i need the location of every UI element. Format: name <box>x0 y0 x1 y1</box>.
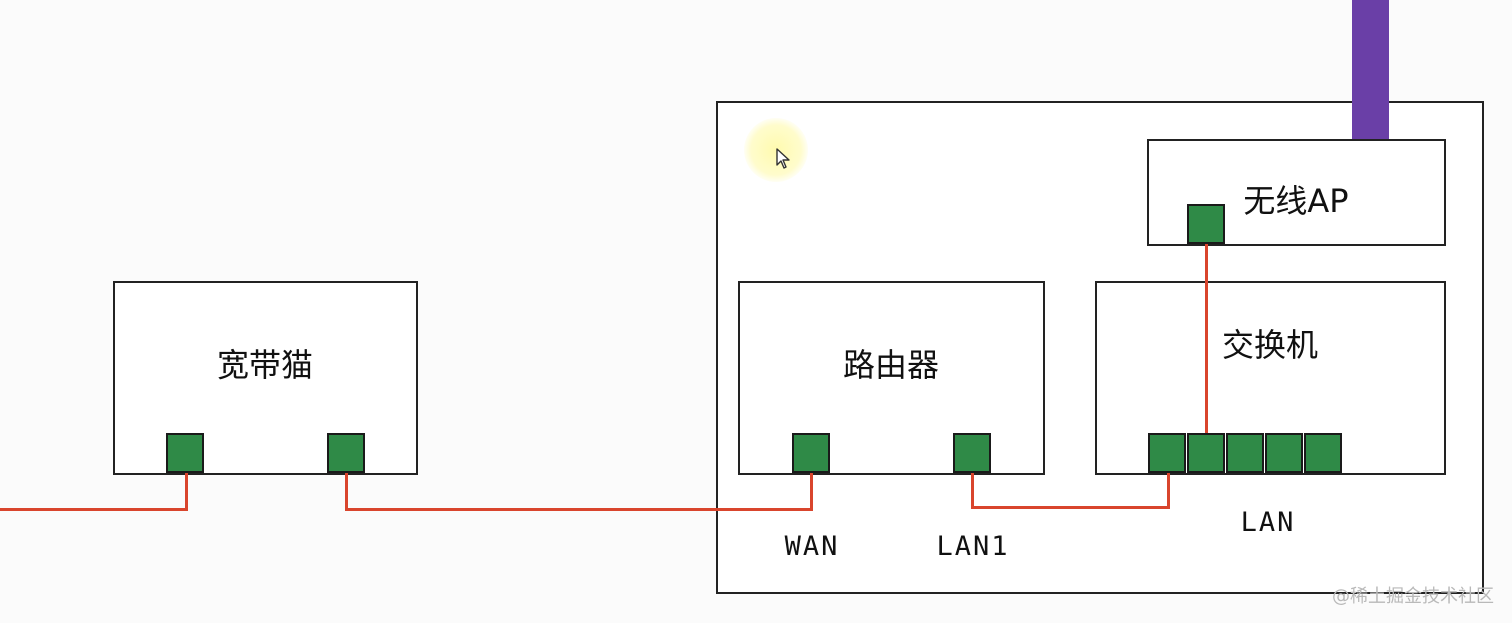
router-lan1-port <box>953 433 991 473</box>
ap-antenna <box>1352 0 1389 140</box>
modem-label: 宽带猫 <box>216 346 314 384</box>
switch-lan-port-4 <box>1265 433 1303 473</box>
switch-lan-port-2 <box>1187 433 1225 473</box>
switch-lan-port-5 <box>1304 433 1342 473</box>
ap-label: 无线AP <box>1243 182 1349 220</box>
wire-wan-up <box>810 473 813 511</box>
wire-isp-horizontal <box>0 508 188 511</box>
switch-lan-port-3 <box>1226 433 1264 473</box>
router-box <box>738 281 1045 475</box>
switch-lan-port-1 <box>1148 433 1186 473</box>
lan-label: LAN <box>1240 507 1296 538</box>
router-label: 路由器 <box>842 346 940 384</box>
wire-lan1-switch-horizontal <box>971 506 1170 509</box>
ap-port <box>1187 204 1225 244</box>
switch-label: 交换机 <box>1221 326 1319 364</box>
mouse-cursor-icon <box>776 148 790 169</box>
wan-label: WAN <box>784 531 840 562</box>
modem-port-1 <box>166 433 204 473</box>
wire-lan1-down <box>971 473 974 509</box>
cursor-highlight <box>744 118 808 182</box>
wire-modem-wan-horizontal <box>345 508 813 511</box>
wire-switch-up <box>1167 473 1170 509</box>
router-wan-port <box>792 433 830 473</box>
modem-box <box>113 281 418 475</box>
watermark: @稀土掘金技术社区 <box>1332 586 1494 607</box>
modem-port-2 <box>327 433 365 473</box>
wire-isp-vertical <box>185 473 188 511</box>
lan1-label: LAN1 <box>936 531 1010 562</box>
wire-switch-ap <box>1205 243 1208 435</box>
wire-modem-down <box>345 473 348 511</box>
